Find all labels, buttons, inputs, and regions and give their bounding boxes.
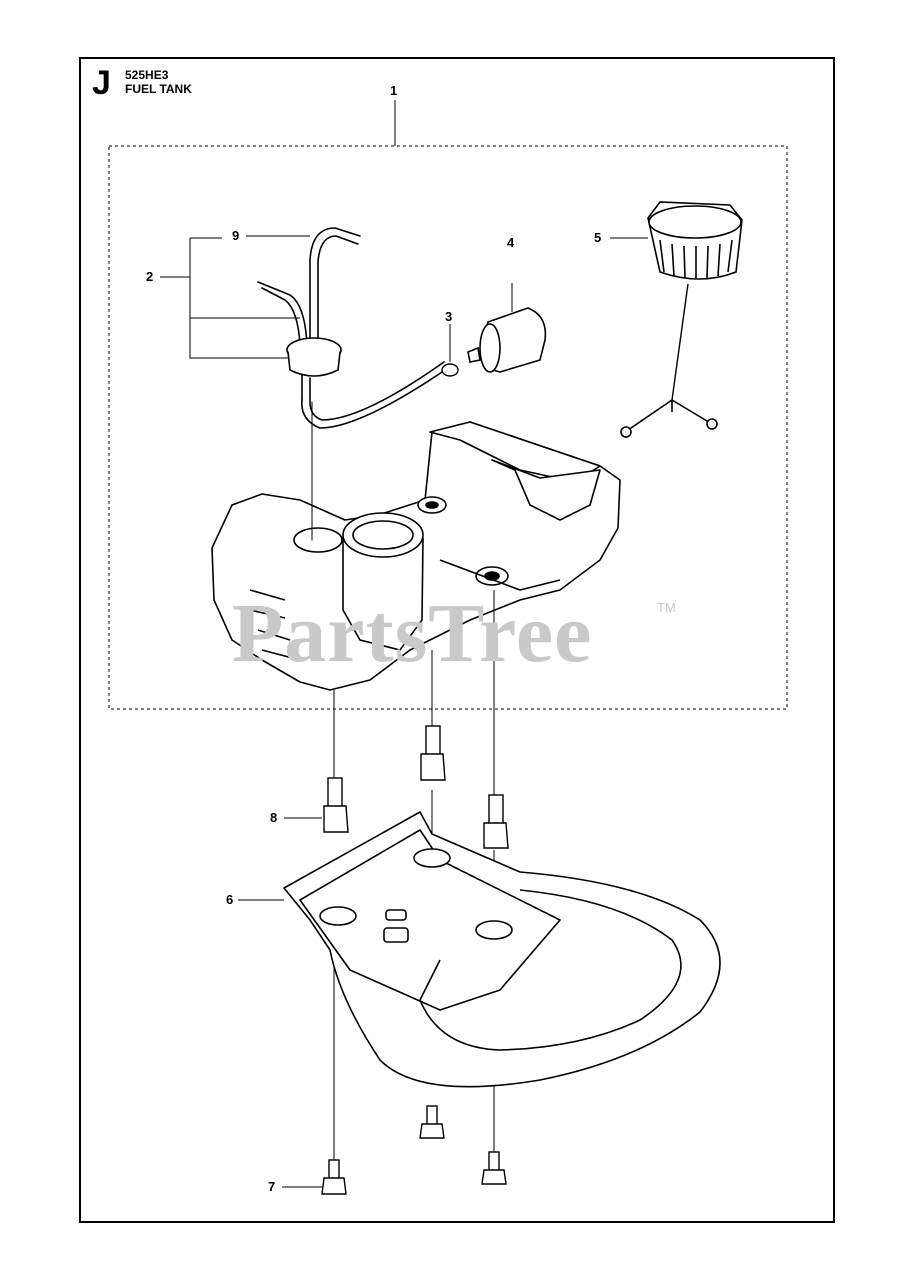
clamp-icon — [441, 324, 459, 377]
callout-4: 4 — [507, 235, 515, 250]
callout-8: 8 — [270, 810, 278, 825]
spacer-icon — [323, 725, 509, 849]
watermark-tm: TM — [657, 600, 676, 615]
fuel-cap-icon — [610, 201, 743, 438]
callout-7: 7 — [268, 1179, 276, 1194]
tank-bracket-icon — [283, 811, 721, 1088]
drawing-frame — [79, 57, 835, 1223]
callout-1: 1 — [390, 83, 398, 98]
fuel-filter-icon — [467, 283, 547, 373]
callout-9: 9 — [232, 228, 240, 243]
watermark: PartsTree — [232, 587, 593, 680]
section-letter: J — [92, 64, 111, 102]
model-number: 525HE3 — [125, 68, 169, 82]
fuel-tank-icon — [211, 421, 621, 691]
callout-3: 3 — [445, 309, 453, 324]
callout-5: 5 — [594, 230, 602, 245]
assembly-boundary — [108, 145, 788, 710]
callout-leaders — [160, 235, 322, 1188]
screw-icon — [321, 1105, 507, 1195]
fuel-hose-icon — [257, 227, 449, 541]
callout-6: 6 — [226, 892, 234, 907]
callout-2: 2 — [146, 269, 154, 284]
diagram-title: FUEL TANK — [125, 82, 192, 96]
